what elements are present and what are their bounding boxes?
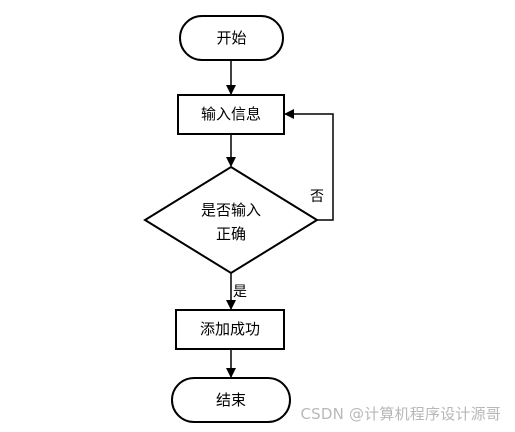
edge-decision-no-loop — [284, 109, 334, 221]
start-node: 开始 — [179, 15, 284, 61]
success-node: 添加成功 — [175, 309, 285, 350]
edge-no-label: 否 — [310, 189, 324, 205]
edge-yes-label: 是 — [233, 284, 247, 300]
decision-node-label-line1: 是否输入 — [201, 201, 261, 219]
decision-node-label-line2: 正确 — [216, 225, 246, 243]
decision-node: 是否输入 正确 — [143, 165, 319, 275]
csdn-watermark: CSDN @计算机程序设计源哥 — [300, 405, 501, 423]
input-node: 输入信息 — [177, 94, 285, 135]
success-node-label: 添加成功 — [200, 320, 260, 338]
start-node-label: 开始 — [216, 29, 246, 47]
end-node-label: 结束 — [216, 391, 246, 409]
input-node-label: 输入信息 — [201, 105, 261, 123]
end-node: 结束 — [171, 377, 291, 423]
